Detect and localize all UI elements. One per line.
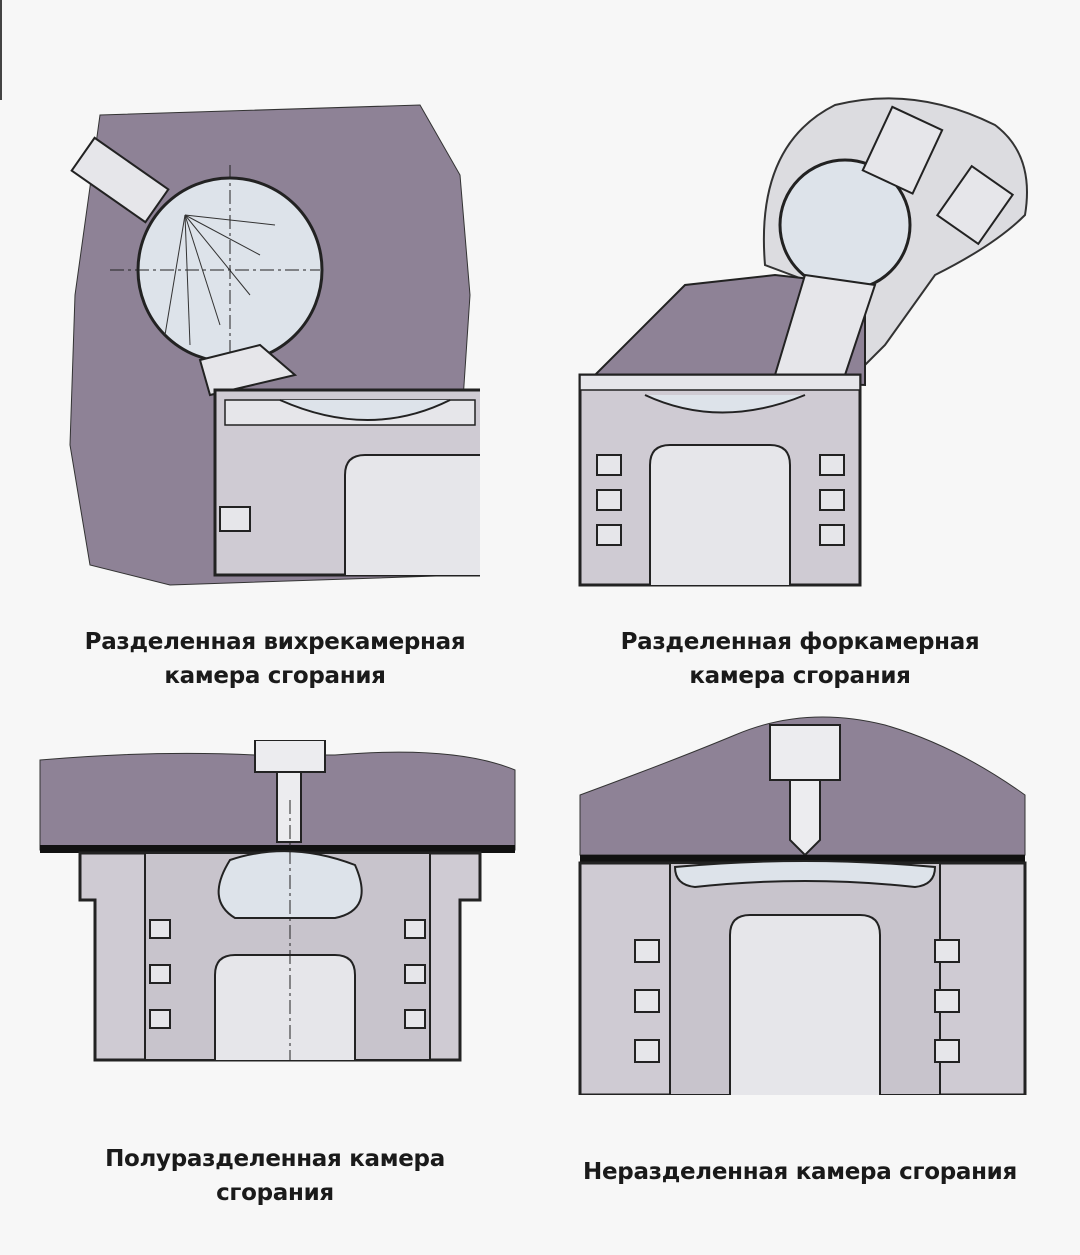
injector [70, 136, 170, 224]
glow-plug [935, 164, 1015, 246]
head-gasket [40, 845, 515, 853]
caption-line: Полуразделенная камера [105, 1146, 445, 1172]
caption-line: Неразделенная камера сгорания [583, 1159, 1017, 1185]
injector [769, 724, 841, 781]
piston-rings [149, 919, 426, 1029]
semi-divided-chamber-diagram [39, 740, 516, 1062]
piston-bowl [673, 860, 937, 889]
caption-semi-divided: Полуразделенная камера сгорания [40, 1142, 510, 1210]
undivided-chamber-diagram [578, 716, 1027, 1095]
injector [861, 105, 944, 195]
caption-line: камера сгорания [164, 663, 386, 689]
prechamber-diagram [578, 97, 1028, 587]
piston-ring [219, 506, 251, 532]
swirl-chamber-diagram [69, 104, 480, 586]
caption-undivided: Неразделенная камера сгорания [545, 1155, 1055, 1189]
window-edge [0, 0, 2, 100]
caption-line: камера сгорания [689, 663, 911, 689]
caption-line: Разделенная форкамерная [620, 629, 980, 655]
piston-rings [634, 939, 960, 1063]
caption-prechamber: Разделенная форкамерная камера сгорания [565, 625, 1035, 693]
injector [254, 740, 326, 773]
head-gasket [580, 855, 1025, 863]
caption-swirl-chamber: Разделенная вихрекамерная камера сгорани… [40, 625, 510, 693]
transfer-channel [198, 343, 298, 397]
caption-line: сгорания [216, 1180, 334, 1206]
caption-line: Разделенная вихрекамерная [84, 629, 466, 655]
piston-rings [596, 454, 845, 546]
